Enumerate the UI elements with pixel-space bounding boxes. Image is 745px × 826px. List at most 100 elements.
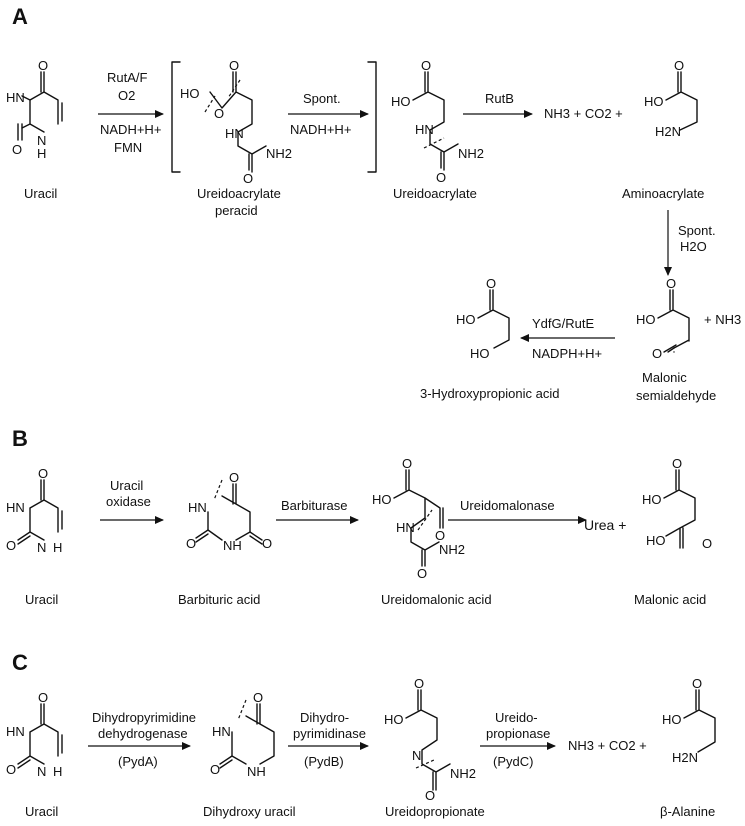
atom-n: N	[37, 764, 46, 779]
atom-hn: HN	[225, 126, 244, 141]
enzyme-ydfg-rute: YdfG/RutE	[532, 316, 594, 331]
atom-n: N	[37, 540, 46, 555]
enzyme-pydb-2: pyrimidinase	[293, 726, 366, 741]
ureidoacrylate-structure: HO O HN O NH2	[391, 58, 484, 185]
atom-o: O	[229, 470, 239, 485]
products-nh3-co2: NH3 + CO2 +	[544, 106, 623, 121]
step-spont: Spont.	[303, 91, 341, 106]
panel-label-b: B	[12, 426, 28, 451]
atom-o: O	[692, 676, 702, 691]
atom-o: O	[214, 106, 224, 121]
label-beta-alanine: β-Alanine	[660, 804, 715, 819]
label-peracid-1: Ureidoacrylate	[197, 186, 281, 201]
atom-ho: HO	[384, 712, 404, 727]
atom-ho: HO	[372, 492, 392, 507]
atom-ho: HO	[662, 712, 682, 727]
enzyme-pydc-2: propionase	[486, 726, 550, 741]
hydroxypropionic-structure: HO O HO	[456, 276, 510, 361]
atom-o: O	[486, 276, 496, 291]
atom-o: O	[262, 536, 272, 551]
atom-h: H	[37, 146, 46, 161]
dihydrouracil-structure: HN O O NH	[210, 690, 275, 779]
enzyme-pydb-3: (PydB)	[304, 754, 344, 769]
atom-o: O	[672, 456, 682, 471]
beta-alanine-structure: HO O H2N	[662, 676, 716, 765]
label-3hp: 3-Hydroxypropionic acid	[420, 386, 559, 401]
atom-hn: HN	[212, 724, 231, 739]
atom-o: O	[417, 566, 427, 581]
label-ureidoacrylate: Ureidoacrylate	[393, 186, 477, 201]
atom-nh2: NH2	[450, 766, 476, 781]
atom-o: O	[12, 142, 22, 157]
cofactor-nadh: NADH+H+	[100, 122, 161, 137]
atom-o: O	[436, 170, 446, 185]
atom-h: H	[53, 540, 62, 555]
label-barbituric: Barbituric acid	[178, 592, 260, 607]
label-ureidomalonic: Ureidomalonic acid	[381, 592, 492, 607]
enzyme-uracil-oxidase-2: oxidase	[106, 494, 151, 509]
atom-hn: HN	[396, 520, 415, 535]
label-malonic-acid: Malonic acid	[634, 592, 706, 607]
atom-o: O	[425, 788, 435, 803]
atom-nh: NH	[247, 764, 266, 779]
atom-ho: HO	[646, 533, 666, 548]
uracil-structure-b: O HN O N H	[6, 466, 63, 555]
atom-o: O	[674, 58, 684, 73]
enzyme-pydc-3: (PydC)	[493, 754, 533, 769]
atom-o: O	[186, 536, 196, 551]
step-spont-2: Spont.	[678, 223, 716, 238]
bracket-right	[367, 61, 377, 173]
atom-o: O	[702, 536, 712, 551]
label-peracid-2: peracid	[215, 203, 258, 218]
atom-ho: HO	[642, 492, 662, 507]
atom-o: O	[210, 762, 220, 777]
enzyme-barbiturase: Barbiturase	[281, 498, 347, 513]
enzyme-pydb-1: Dihydro-	[300, 710, 349, 725]
products-nh3-co2-c: NH3 + CO2 +	[568, 738, 647, 753]
atom-ho: HO	[636, 312, 656, 327]
uracil-structure-c: O HN O N H	[6, 690, 63, 779]
aminoacrylate-structure: HO O H2N	[644, 58, 698, 139]
cofactor-o2: O2	[118, 88, 135, 103]
atom-n: N	[37, 133, 46, 148]
panel-label-a: A	[12, 4, 28, 29]
atom-o: O	[38, 690, 48, 705]
atom-ho: HO	[644, 94, 664, 109]
atom-hn: HN	[188, 500, 207, 515]
enzyme-rutb: RutB	[485, 91, 514, 106]
label-malonic-2: semialdehyde	[636, 388, 716, 403]
malonic-acid-structure: HO O O HO	[642, 456, 712, 551]
label-aminoacrylate: Aminoacrylate	[622, 186, 704, 201]
atom-nh: NH	[223, 538, 242, 553]
enzyme-pydc-1: Ureido-	[495, 710, 538, 725]
atom-ho: HO	[456, 312, 476, 327]
atom-o: O	[253, 690, 263, 705]
atom-hn: HN	[415, 122, 434, 137]
atom-o: O	[243, 171, 253, 186]
atom-hn: HN	[6, 500, 25, 515]
urea-plus: Urea +	[584, 517, 626, 533]
atom-n: N	[412, 748, 421, 763]
atom-o: O	[666, 276, 676, 291]
label-malonic-1: Malonic	[642, 370, 687, 385]
cofactor-nadph: NADPH+H+	[532, 346, 602, 361]
peracid-structure: HO O O HN O NH2	[180, 58, 292, 186]
uracil-structure-a: O HN N H O	[6, 58, 63, 161]
enzyme-ureidomalonase: Ureidomalonase	[460, 498, 555, 513]
enzyme-ruta-f: RutA/F	[107, 70, 148, 85]
enzyme-pyda-2: dehydrogenase	[98, 726, 188, 741]
atom-ho: HO	[391, 94, 411, 109]
atom-o: O	[414, 676, 424, 691]
atom-h: H	[53, 764, 62, 779]
ureidopropionate-structure: HO O N O NH2	[384, 676, 476, 803]
enzyme-pyda-3: (PydA)	[118, 754, 158, 769]
atom-ho: HO	[180, 86, 200, 101]
atom-nh2: NH2	[458, 146, 484, 161]
atom-hn: HN	[6, 90, 25, 105]
atom-hn: HN	[6, 724, 25, 739]
label-dihydroxy-uracil: Dihydroxy uracil	[203, 804, 296, 819]
cofactor-nadh-2: NADH+H+	[290, 122, 351, 137]
atom-o: O	[652, 346, 662, 361]
cofactor-fmn: FMN	[114, 140, 142, 155]
